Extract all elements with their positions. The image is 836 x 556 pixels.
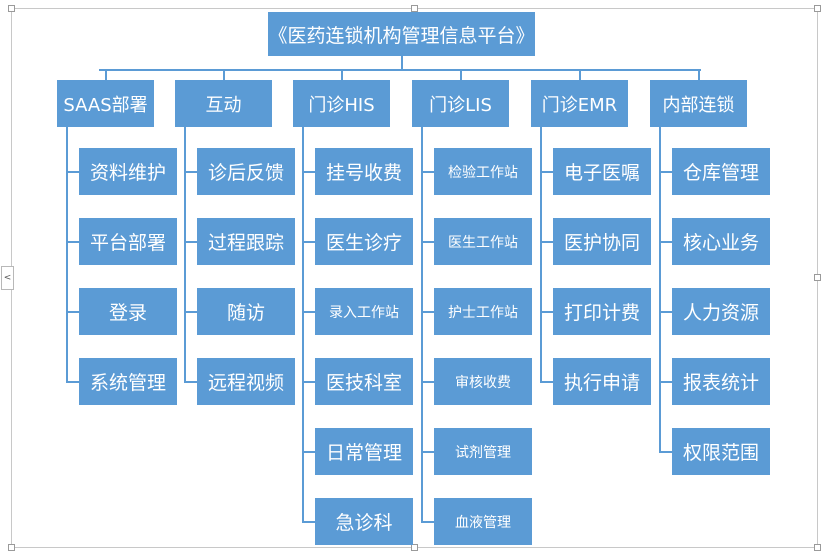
collapse-pane-button[interactable]: < <box>1 266 14 290</box>
header-connector <box>105 69 107 80</box>
module-node[interactable]: 报表统计 <box>672 358 770 405</box>
branch-connector <box>659 380 672 383</box>
module-node[interactable]: 随访 <box>197 288 295 335</box>
branch-connector <box>540 170 553 173</box>
module-node[interactable]: 权限范围 <box>672 428 770 475</box>
module-node[interactable]: 急诊科 <box>315 498 413 545</box>
module-node[interactable]: 登录 <box>79 288 177 335</box>
branch-connector <box>302 310 315 313</box>
branch-connector <box>184 240 197 243</box>
header-connector <box>460 69 462 80</box>
branch-trunk-line <box>540 127 542 383</box>
chevron-left-icon: < <box>3 273 12 283</box>
top-bar-connector <box>99 69 701 71</box>
branch-connector <box>540 380 553 383</box>
resize-handle-bottom-middle[interactable] <box>411 544 418 551</box>
module-node[interactable]: 执行申请 <box>553 358 651 405</box>
branch-connector <box>66 170 79 173</box>
module-node[interactable]: 挂号收费 <box>315 148 413 195</box>
header-connector <box>579 69 581 80</box>
branch-connector <box>659 170 672 173</box>
category-node[interactable]: 门诊HIS <box>293 80 390 127</box>
resize-handle-bottom-right[interactable] <box>814 544 821 551</box>
branch-connector <box>659 310 672 313</box>
branch-connector <box>66 310 79 313</box>
branch-connector <box>302 450 315 453</box>
module-node[interactable]: 医生工作站 <box>434 218 532 265</box>
branch-connector <box>302 380 315 383</box>
title-connector <box>400 56 403 69</box>
resize-handle-middle-right[interactable] <box>814 274 821 281</box>
module-node[interactable]: 过程跟踪 <box>197 218 295 265</box>
branch-connector <box>302 170 315 173</box>
module-node[interactable]: 试剂管理 <box>434 428 532 475</box>
module-node[interactable]: 审核收费 <box>434 358 532 405</box>
header-connector <box>223 69 225 80</box>
resize-handle-top-right[interactable] <box>814 5 821 12</box>
branch-connector <box>421 310 434 313</box>
branch-trunk-line <box>184 127 186 383</box>
module-node[interactable]: 医生诊疗 <box>315 218 413 265</box>
branch-connector <box>540 310 553 313</box>
branch-trunk-line <box>659 127 661 453</box>
category-node[interactable]: 内部连锁 <box>650 80 747 127</box>
module-node[interactable]: 检验工作站 <box>434 148 532 195</box>
branch-connector <box>659 450 672 453</box>
branch-trunk-line <box>302 127 304 523</box>
module-node[interactable]: 护士工作站 <box>434 288 532 335</box>
module-node[interactable]: 录入工作站 <box>315 288 413 335</box>
module-node[interactable]: 仓库管理 <box>672 148 770 195</box>
resize-handle-top-left[interactable] <box>8 5 15 12</box>
category-node[interactable]: 门诊LIS <box>412 80 509 127</box>
branch-connector <box>184 380 197 383</box>
module-node[interactable]: 系统管理 <box>79 358 177 405</box>
header-connector <box>698 69 700 80</box>
resize-handle-bottom-left[interactable] <box>8 544 15 551</box>
branch-connector <box>184 310 197 313</box>
category-node[interactable]: 互动 <box>175 80 272 127</box>
category-node[interactable]: SAAS部署 <box>57 80 154 127</box>
branch-connector <box>302 520 315 523</box>
branch-connector <box>540 240 553 243</box>
branch-trunk-line <box>421 127 423 523</box>
module-node[interactable]: 电子医嘱 <box>553 148 651 195</box>
module-node[interactable]: 诊后反馈 <box>197 148 295 195</box>
branch-connector <box>421 450 434 453</box>
module-node[interactable]: 医技科室 <box>315 358 413 405</box>
branch-trunk-line <box>66 127 68 383</box>
module-node[interactable]: 资料维护 <box>79 148 177 195</box>
module-node[interactable]: 打印计费 <box>553 288 651 335</box>
module-node[interactable]: 血液管理 <box>434 498 532 545</box>
module-node[interactable]: 日常管理 <box>315 428 413 475</box>
module-node[interactable]: 远程视频 <box>197 358 295 405</box>
header-connector <box>341 69 343 80</box>
branch-connector <box>421 380 434 383</box>
resize-handle-top-middle[interactable] <box>411 5 418 12</box>
branch-connector <box>302 240 315 243</box>
branch-connector <box>421 520 434 523</box>
module-node[interactable]: 核心业务 <box>672 218 770 265</box>
branch-connector <box>66 240 79 243</box>
module-node[interactable]: 医护协同 <box>553 218 651 265</box>
branch-connector <box>421 170 434 173</box>
branch-connector <box>184 170 197 173</box>
branch-connector <box>421 240 434 243</box>
module-node[interactable]: 平台部署 <box>79 218 177 265</box>
branch-connector <box>659 240 672 243</box>
branch-connector <box>66 380 79 383</box>
module-node[interactable]: 人力资源 <box>672 288 770 335</box>
category-node[interactable]: 门诊EMR <box>531 80 628 127</box>
chart-title-node[interactable]: 《医药连锁机构管理信息平台》 <box>268 12 535 56</box>
